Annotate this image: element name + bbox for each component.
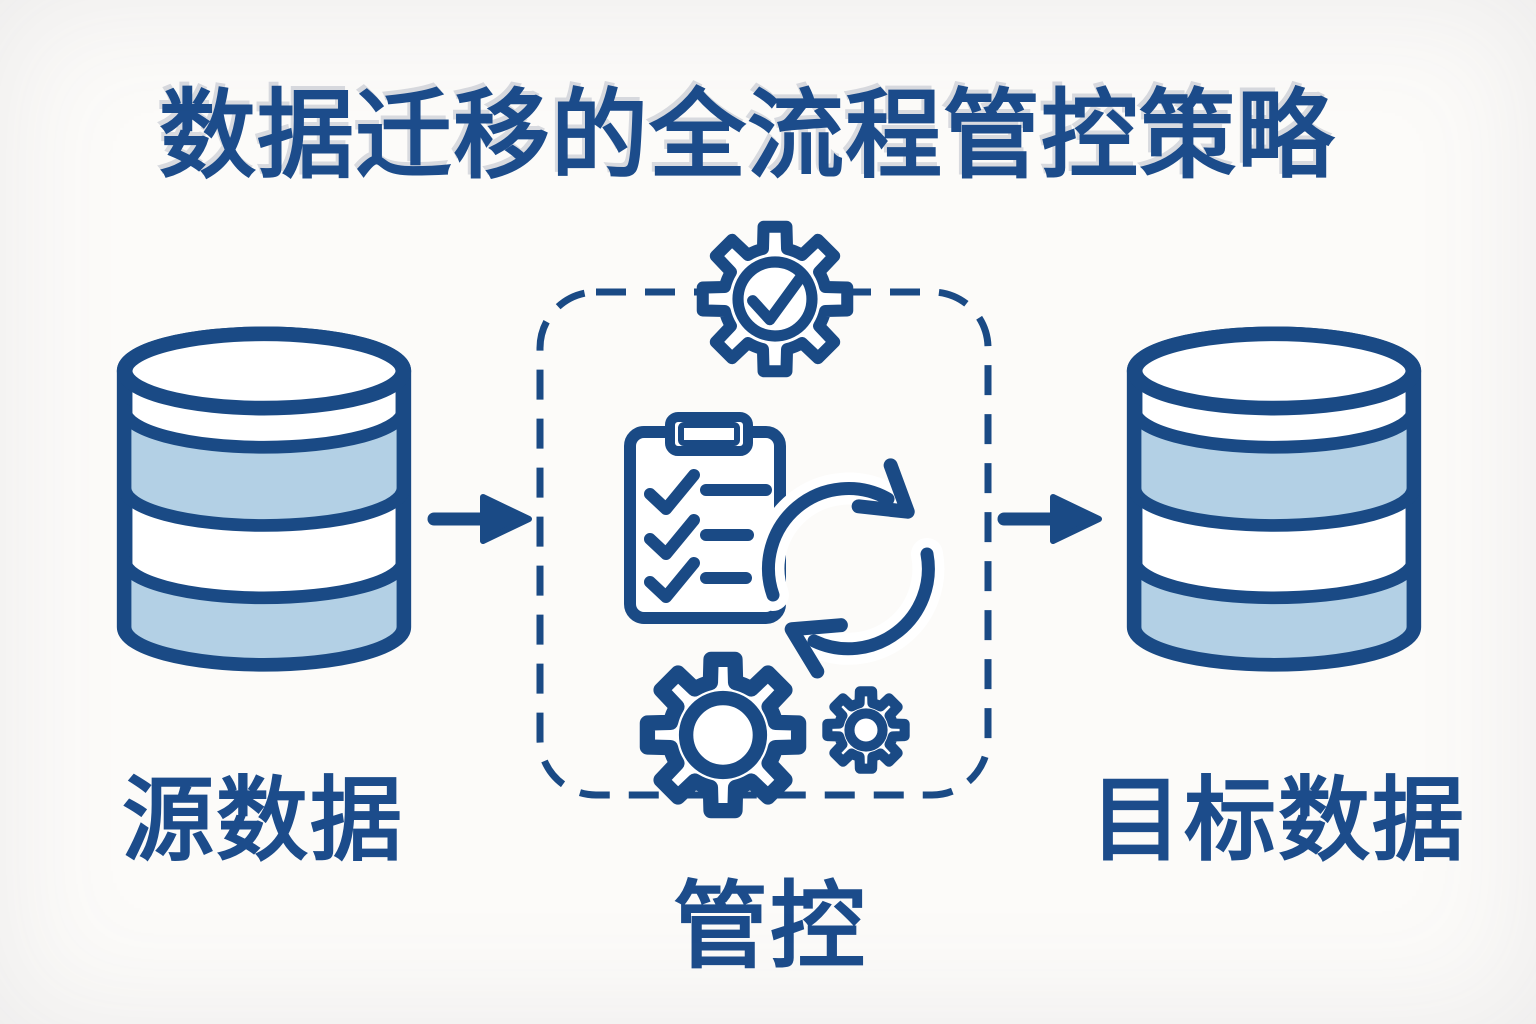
check-item-2 <box>644 514 700 560</box>
sync-arrowhead-top <box>851 458 915 519</box>
target-label: 目标数据 <box>1089 770 1466 872</box>
small-gear-icon <box>820 684 912 776</box>
arrow-head <box>1050 494 1102 544</box>
diagram-title: 数据迁移的全流程管控策略 <box>159 81 1335 190</box>
control-label: 管控 <box>672 874 867 980</box>
sync-arcs <box>762 458 935 679</box>
source-label: 源数据 <box>121 770 404 872</box>
database-cylinder <box>116 326 412 672</box>
clipboard-clip-inner <box>678 422 740 446</box>
large-gear-icon <box>633 645 813 825</box>
target-database-icon <box>1126 326 1422 672</box>
db-band-lower <box>1127 554 1421 671</box>
sync-arrows-icon <box>752 458 945 679</box>
db-band-upper <box>1127 403 1421 532</box>
check-item-1 <box>644 469 700 515</box>
clipboard-checklist-icon <box>624 412 786 624</box>
database-cylinder <box>1126 326 1422 672</box>
sync-arrowhead-bottom <box>784 618 848 679</box>
db-top-ellipse <box>116 326 412 416</box>
gear-inner-circle <box>678 690 768 780</box>
check-item-3 <box>644 557 700 603</box>
sync-arc-top <box>762 482 895 602</box>
checklist-rows <box>644 469 772 603</box>
db-band-lower <box>117 554 411 671</box>
checkmark <box>747 272 806 326</box>
arrow-right-icon <box>427 494 532 544</box>
arrow-right-icon <box>997 494 1102 544</box>
db-top-ellipse <box>1126 326 1422 416</box>
arrow-head <box>480 494 532 544</box>
sync-arc-bottom <box>807 547 935 656</box>
gear-check-icon <box>689 213 861 385</box>
db-band-upper <box>117 403 411 532</box>
gear-inner-circle <box>844 708 888 752</box>
source-database-icon <box>116 326 412 672</box>
